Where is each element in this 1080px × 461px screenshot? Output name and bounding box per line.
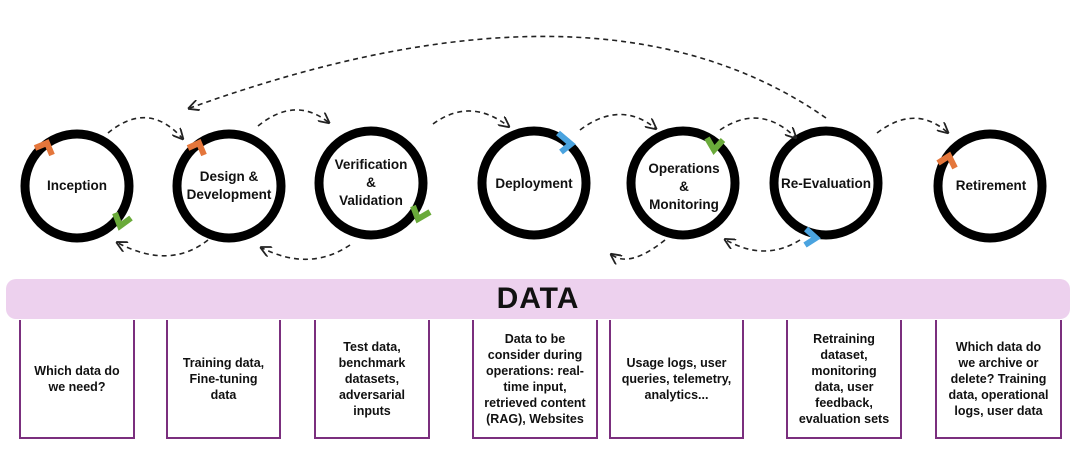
stage-label-inception: Inception — [47, 178, 107, 193]
blue-chevron-icon — [803, 226, 821, 248]
stage-ring-reevaluation — [769, 126, 883, 240]
stage-ring-deployment — [477, 126, 591, 240]
forward-arrow — [579, 113, 655, 130]
stage-ring-retirement — [933, 129, 1047, 243]
stage-label-reevaluation: Re-Evaluation — [780, 176, 872, 191]
data-box-operations: Usage logs, user queries, telemetry, ana… — [609, 320, 744, 439]
orange-chevron-icon — [33, 139, 55, 157]
stage-ring-design — [172, 129, 286, 243]
forward-arrow — [719, 117, 795, 137]
forward-arrow — [432, 110, 508, 126]
stage-label-design: Design & Development — [186, 169, 272, 202]
data-box-retirement: Which data do we archive or delete? Trai… — [935, 320, 1062, 439]
data-box-reevaluation: Retraining dataset, monitoring data, use… — [786, 320, 902, 439]
backward-arrow — [612, 239, 666, 259]
stage-ring-operations — [626, 126, 740, 240]
blue-chevron-icon — [556, 130, 576, 155]
stage-ring-inception — [20, 129, 134, 243]
data-box-verification: Test data, benchmark datasets, adversari… — [314, 320, 430, 439]
stage-label-verification: Verification & Validation — [334, 157, 408, 208]
data-banner: DATA — [6, 279, 1070, 319]
backward-arrow — [118, 239, 209, 257]
forward-arrow — [107, 116, 182, 138]
data-box-deployment: Data to be consider during operations: r… — [472, 320, 598, 439]
feedback-arrow-long — [190, 35, 827, 119]
data-box-inception: Which data do we need? — [19, 320, 135, 439]
green-chevron-icon — [112, 211, 133, 231]
green-chevron-icon — [410, 204, 432, 224]
data-box-design: Training data, Fine-tuning data — [166, 320, 281, 439]
green-chevron-icon — [704, 136, 726, 156]
orange-chevron-icon — [936, 151, 958, 170]
stage-ring-verification — [314, 126, 428, 240]
backward-arrow — [262, 244, 351, 261]
stage-label-deployment: Deployment — [495, 176, 573, 191]
data-banner-title: DATA — [496, 282, 580, 315]
forward-arrow — [876, 117, 947, 133]
orange-chevron-icon — [186, 138, 207, 157]
stage-label-operations: Operations & Monitoring — [648, 161, 720, 212]
stage-label-retirement: Retirement — [955, 178, 1027, 193]
backward-arrow — [726, 240, 801, 252]
forward-arrow — [257, 109, 328, 127]
